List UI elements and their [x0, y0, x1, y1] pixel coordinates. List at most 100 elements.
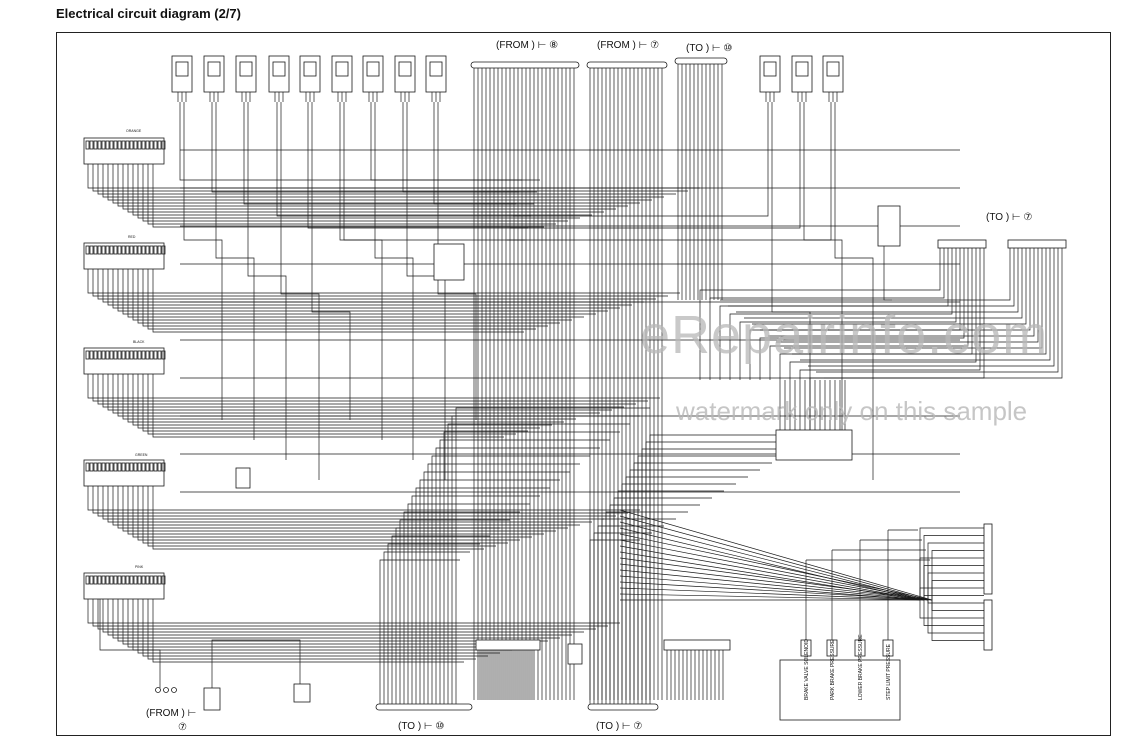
connector-pin	[113, 245, 118, 255]
connector-pin	[105, 575, 110, 585]
wire	[593, 532, 652, 704]
wire	[645, 441, 808, 704]
wire	[152, 164, 544, 228]
wire	[112, 374, 600, 414]
wire	[87, 374, 660, 399]
connector-pin	[145, 350, 150, 360]
wire	[619, 557, 984, 601]
connector-label-black: BLACK	[133, 340, 145, 344]
connector-pin	[109, 350, 114, 360]
connector-pin	[93, 245, 98, 255]
connector-small-left	[235, 467, 251, 489]
connector-pin	[125, 575, 130, 585]
connector-pin	[93, 575, 98, 585]
connector-pin	[117, 575, 122, 585]
connector-pin	[153, 245, 158, 255]
wire	[633, 462, 772, 704]
wire	[107, 486, 592, 523]
wire	[431, 455, 590, 704]
wire	[720, 248, 1011, 301]
connector-pin	[161, 245, 166, 255]
wire	[834, 102, 874, 480]
connector-pin	[149, 245, 154, 255]
bus-from-7	[586, 61, 668, 69]
connector-pin	[85, 245, 90, 255]
connector-pin	[121, 140, 126, 150]
connector-pin	[89, 462, 94, 472]
wire	[799, 248, 981, 380]
terminal	[163, 687, 169, 693]
wire	[247, 102, 287, 460]
connector-pin	[105, 140, 110, 150]
wire	[816, 248, 1059, 373]
component-layer	[83, 55, 1067, 721]
connector-vertical-2	[983, 599, 993, 651]
wire	[92, 269, 668, 297]
switch-symbol	[763, 61, 777, 77]
wire	[122, 599, 536, 645]
wire	[92, 374, 648, 402]
wire	[152, 486, 484, 550]
wire	[137, 269, 560, 324]
wire	[883, 246, 892, 301]
wire	[729, 248, 953, 380]
connector-pin	[101, 462, 106, 472]
connector-pin	[125, 462, 130, 472]
connector-pin	[133, 140, 138, 150]
wire	[589, 539, 640, 704]
wire	[619, 527, 984, 619]
switch-component	[235, 55, 257, 93]
bus-label-from-bottom-num: ⑦	[178, 722, 187, 733]
wire	[736, 248, 1019, 313]
wire	[211, 102, 537, 193]
wire	[152, 374, 504, 438]
connector-label-green: GREEN	[135, 453, 148, 457]
wire	[613, 497, 712, 704]
wire	[107, 269, 632, 306]
connector-pin	[97, 140, 102, 150]
wire	[102, 164, 664, 198]
wire	[605, 511, 688, 704]
wire	[183, 102, 223, 420]
wire	[92, 599, 608, 627]
switch-middle	[433, 243, 465, 281]
wire	[641, 448, 796, 704]
wire	[455, 407, 650, 704]
connector-pin	[89, 245, 94, 255]
wire	[112, 269, 620, 309]
wire	[311, 102, 351, 420]
wire	[117, 269, 608, 312]
wire	[339, 102, 525, 241]
connector-pin	[121, 462, 126, 472]
wire	[800, 248, 1051, 361]
switch-component	[759, 55, 781, 93]
wire	[137, 374, 540, 429]
wire	[370, 102, 522, 181]
wire	[379, 559, 460, 704]
wire	[132, 374, 552, 426]
connector-pin	[141, 140, 146, 150]
connector-pin	[97, 245, 102, 255]
connector-right-b	[1007, 239, 1067, 249]
connector-pin	[109, 462, 114, 472]
switch-symbol	[366, 61, 380, 77]
wire	[759, 248, 965, 380]
connector-pin	[101, 245, 106, 255]
connector-block	[83, 242, 165, 270]
connector-pin	[149, 462, 154, 472]
connector-pin	[137, 350, 142, 360]
wire	[619, 509, 984, 641]
wire	[147, 269, 536, 330]
connector-pin	[89, 575, 94, 585]
wire	[152, 599, 464, 663]
connector-pin	[141, 245, 146, 255]
connector-pin	[153, 462, 158, 472]
switch-symbol	[795, 61, 809, 77]
switch-box-right	[877, 205, 901, 247]
wire	[147, 599, 476, 660]
wire	[243, 102, 534, 205]
wire	[383, 551, 470, 704]
bus-label-to-top: (TO ) ⊢ ⑩	[686, 43, 732, 54]
connector-right-a	[937, 239, 987, 249]
connector-pin	[109, 140, 114, 150]
